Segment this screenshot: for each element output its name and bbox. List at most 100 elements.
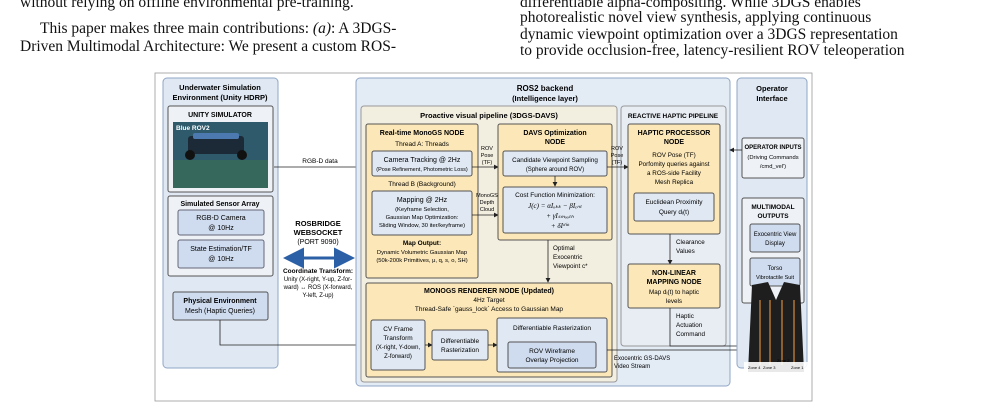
right-col-line-2: photorealistic novel view synthesis, app… — [520, 9, 872, 26]
map-output-line-2: (50k-200k Primitives, μ, q, s, o, SH) — [376, 258, 467, 264]
renderer-target-label: 4Hz Target — [473, 297, 505, 304]
nonlinear-mapping-node — [627, 263, 721, 309]
left-col-line-1: without relying on offline environmental… — [20, 0, 354, 11]
vest-zone-3-label: Zone 3 — [763, 365, 776, 370]
operator-title-1: Operator — [756, 84, 788, 93]
operator-inputs-box — [741, 137, 805, 179]
vest-zone-2-label: Zone 2 — [777, 358, 790, 363]
haptic-processor-body-3: a ROS-side Facility — [647, 170, 702, 177]
haptic-processor-body-1: ROV Pose (TF) — [652, 152, 695, 159]
coord-transform-line-2: ward) ↔ ROS (X-forward, — [283, 285, 353, 291]
coord-transform-line-3: Y-left, Z-up) — [302, 293, 333, 299]
map-output-title: Map Output: — [403, 240, 441, 247]
mapping-box — [371, 190, 473, 236]
physical-mesh-label-2: Mesh (Haptic Queries) — [185, 308, 255, 315]
nonlinear-mapping-title-2: MAPPING NODE — [647, 279, 702, 286]
nonlinear-mapping-body-2: levels — [666, 298, 682, 305]
rgbd-data-label: RGB-D data — [302, 158, 338, 165]
optimal-viewpoint-label-1: Optimal — [553, 245, 575, 252]
diff-raster-label-1: Differentiable — [441, 338, 480, 345]
cv-frame-label-2: Transform — [383, 335, 412, 342]
clearance-label-2: Values — [676, 248, 695, 255]
multimodal-outputs-title-1: MULTIMODAL — [751, 204, 794, 211]
cv-frame-label-4: Z-forward) — [384, 354, 412, 360]
haptic-processor-title-2: NODE — [664, 139, 685, 146]
euclidean-query-label-1: Euclidean Proximity — [645, 199, 703, 206]
cost-function-title: Cost Function Minimization: — [515, 192, 595, 199]
operator-inputs-body-2: /cmd_vel') — [760, 164, 786, 170]
renderer-node-title: MONOGS RENDERER NODE (Updated) — [424, 288, 554, 295]
nonlinear-mapping-body-1: Map dᵢ(t) to haptic — [649, 289, 699, 296]
state-estimation-label-2: @ 10Hz — [208, 256, 234, 263]
rosbridge-title-2: WEBSOCKET — [294, 228, 343, 237]
rgbd-camera-box — [177, 209, 265, 236]
coord-transform-line-1: Unity (X-right, Y-up, Z-for- — [284, 277, 352, 283]
vibrotactile-vest-image — [744, 282, 808, 372]
vest-zone-1-label: Zone 1 — [791, 365, 804, 370]
optimal-viewpoint-label-3: Viewpoint c* — [553, 263, 588, 270]
rov-pose-label-1b: Pose — [481, 153, 494, 159]
mapping-label-4: Sliding Window, 30 iter/keyframe) — [379, 223, 465, 229]
cost-function-box — [502, 186, 608, 234]
state-estimation-box — [177, 239, 265, 269]
haptic-rov-pose-3: (TF) — [612, 160, 623, 166]
actuation-label-1: Haptic — [676, 313, 694, 320]
sim-panel-title-1: Underwater Simulation — [179, 83, 261, 92]
physical-mesh-label-1: Physical Environment — [183, 298, 257, 305]
nonlinear-mapping-title-1: NON-LINEAR — [652, 270, 696, 277]
haptic-processor-title-1: HAPTIC PROCESSOR — [638, 130, 711, 137]
haptic-pipeline-title: REACTIVE HAPTIC PIPELINE — [628, 113, 719, 120]
candidate-sampling-label-2: (Sphere around ROV) — [526, 167, 584, 173]
haptic-processor-body-2: Porfomity queries against — [638, 161, 709, 168]
operator-inputs-body-1: (Driving Commands — [747, 155, 798, 161]
torso-suit-label-2: Vibrotactile Suit — [756, 275, 795, 281]
actuation-label-3: Command — [676, 331, 706, 338]
rosbridge-title-3: (PORT 9090) — [297, 239, 338, 246]
operator-inputs-title: OPERATOR INPUTS — [744, 145, 801, 151]
contribution-a-marker: (a) — [312, 20, 331, 37]
right-col-line-3: dynamic viewpoint optimization over a 3D… — [520, 26, 898, 43]
haptic-processor-body-4: Mesh Replica — [655, 179, 694, 186]
camera-tracking-label-2: (Pose Refinement, Photometric Loss) — [376, 167, 468, 173]
monogs-cloud-label-3: Cloud — [480, 207, 494, 213]
candidate-sampling-label-1: Candidate Viewpoint Sampling — [512, 157, 598, 164]
cost-equation-1: J(c) = αIₒₖₖ − βIₑₙₜ — [528, 202, 583, 210]
clearance-label-1: Clearance — [676, 239, 705, 246]
cv-frame-label-3: (X-right, Y-down, — [376, 345, 421, 351]
rosbridge-title-1: ROSBRIDGE — [295, 219, 340, 228]
cv-frame-label-1: CV Frame — [383, 326, 413, 333]
davs-node-title-2: NODE — [545, 139, 566, 146]
mapping-label-3: Gaussian Map Optimization: — [386, 215, 459, 221]
right-col-line-4: to provide occlusion-free, latency-resil… — [520, 42, 905, 59]
rov-pose-label-1a: ROV — [481, 146, 493, 152]
sim-panel-title-2: Environment (Unity HDRP) — [172, 93, 268, 102]
rgbd-camera-label-2: @ 10Hz — [208, 225, 234, 232]
rgbd-camera-label-1: RGB-D Camera — [196, 215, 246, 222]
torso-suit-label-1: Torso — [768, 266, 783, 272]
physical-mesh-box — [172, 291, 269, 321]
euclidean-query-label-2: Query dᵢ(t) — [659, 209, 689, 216]
mapping-label-1: Mapping @ 2Hz — [397, 197, 448, 204]
mesh-to-renderer-arrow — [219, 320, 361, 348]
ros2-backend-title-1: ROS2 backend — [517, 84, 574, 93]
exocentric-view-box — [749, 223, 801, 253]
davs-node-title-1: DAVS Optimization — [523, 130, 586, 137]
camera-tracking-label-1: Camera Tracking @ 2Hz — [384, 157, 461, 164]
exo-stream-label-1: Exocentric GS-DAVS — [614, 356, 670, 362]
proactive-pipeline-title: Proactive visual pipeline (3DGS-DAVS) — [420, 111, 558, 120]
diff-raster-2-label: Differentiable Rasterization — [513, 325, 591, 332]
euclidean-query-box — [633, 192, 715, 222]
cost-equation-2: + γIₛₘₒₒₜₕ — [546, 212, 574, 220]
monogs-cloud-label-1: MonoGS — [476, 193, 498, 199]
unity-simulator-title: UNITY SIMULATOR — [188, 112, 252, 119]
torso-suit-box — [749, 257, 801, 287]
contributions-lead: This paper makes three main contribution… — [40, 20, 313, 37]
wireframe-label-2: Overlay Projection — [525, 357, 578, 364]
vest-zone-4-label: Zone 4 — [748, 365, 761, 370]
rov-pose-label-1c: (TF) — [482, 160, 493, 166]
left-col-line-2: This paper makes three main contribution… — [40, 20, 396, 37]
thread-a-label: Thread A: Threads — [395, 141, 449, 148]
state-estimation-label-1: State Estimation/TF — [190, 246, 251, 253]
sensor-array-title: Simulated Sensor Array — [180, 201, 259, 208]
